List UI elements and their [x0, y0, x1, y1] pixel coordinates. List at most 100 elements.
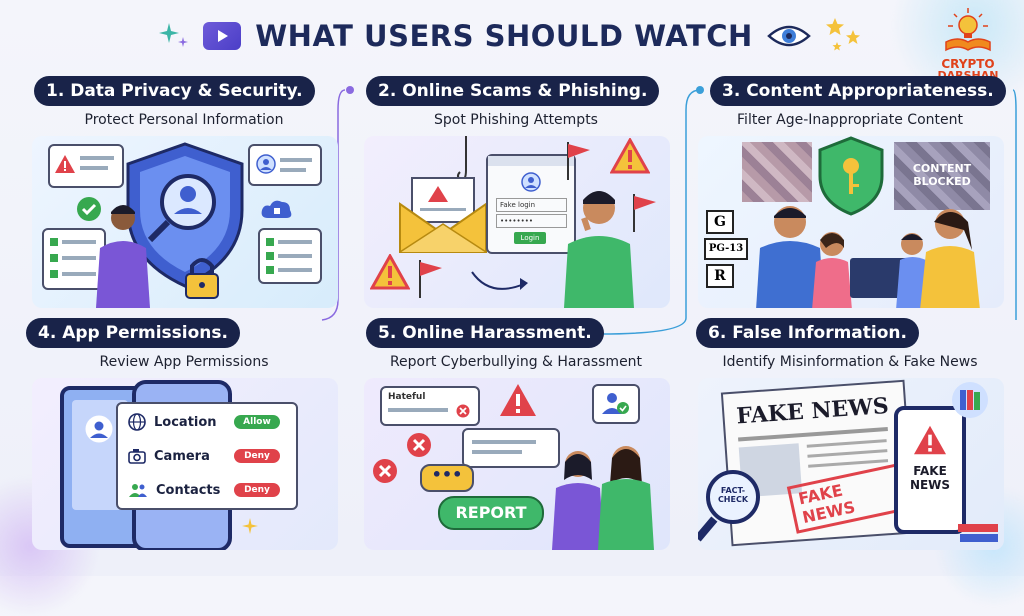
phone-fake-news-text: FAKE NEWS — [909, 464, 951, 492]
rating-pg13: PG-13 — [704, 238, 748, 260]
close-icon — [407, 433, 431, 457]
arrow-icon — [471, 271, 528, 290]
book-stack-icon — [958, 524, 998, 542]
content-blocked-label: CONTENT BLOCKED — [912, 162, 972, 188]
warning-icon — [370, 254, 410, 290]
panel-online-harassment: 5. Online Harassment. Report Cyberbullyi… — [356, 318, 676, 558]
checkmark-icon — [77, 197, 101, 221]
stars-icon — [825, 18, 860, 51]
globe-icon — [128, 413, 146, 431]
panel-online-scams: 2. Online Scams & Phishing. Spot Phishin… — [356, 76, 676, 316]
header: WHAT USERS SHOULD WATCH — [0, 10, 1024, 62]
user-avatar-icon — [521, 172, 541, 192]
phishing-illustration: Fake login •••••••• Login — [364, 136, 670, 308]
close-icon — [373, 459, 397, 483]
panel-subtitle: Review App Permissions — [99, 354, 269, 370]
checklist-card-right — [258, 228, 322, 284]
user-avatar-icon — [85, 415, 113, 443]
report-button: REPORT — [438, 496, 544, 530]
contacts-icon — [129, 484, 147, 497]
rating-r: R — [706, 264, 734, 288]
fake-news-illustration: FAKE NEWS FAKE NEWS FACT-CHECK FAKE NEWS — [698, 378, 1004, 550]
shield-icon — [126, 142, 244, 288]
permission-label: Contacts — [156, 482, 221, 498]
verified-user-card — [592, 384, 640, 424]
panel-title: 2. Online Scams & Phishing. — [366, 76, 660, 106]
panel-data-privacy: 1. Data Privacy & Security. Protect Pers… — [24, 76, 344, 316]
profile-card — [248, 144, 322, 186]
fake-login-window: Fake login •••••••• Login — [486, 154, 576, 254]
panel-title: 6. False Information. — [696, 318, 919, 348]
red-flag-icon — [419, 260, 442, 298]
magnifier-handle — [698, 516, 718, 542]
eye-icon — [766, 25, 811, 47]
magnifier: FACT-CHECK — [706, 470, 760, 524]
comforting-people-icon — [552, 446, 654, 550]
sparkle-icon — [242, 518, 258, 534]
typing-bubble: ••• — [420, 464, 474, 492]
shield-key-icon — [818, 136, 884, 216]
panel-title: 4. App Permissions. — [26, 318, 240, 348]
deny-toggle: Deny — [234, 449, 280, 463]
close-icon — [456, 404, 470, 418]
logo-line1: CRYPTO — [941, 57, 995, 71]
panel-subtitle: Filter Age-Inappropriate Content — [737, 112, 963, 128]
user-check-icon — [602, 393, 629, 414]
newspaper: FAKE NEWS FAKE NEWS — [720, 379, 916, 547]
harassment-illustration: Hateful ••• REPORT — [364, 378, 670, 550]
content-filter-illustration: CONTENT BLOCKED G PG-13 R — [698, 136, 1004, 308]
page-title: WHAT USERS SHOULD WATCH — [255, 19, 753, 53]
camera-icon — [128, 449, 146, 464]
panel-subtitle: Identify Misinformation & Fake News — [722, 354, 978, 370]
padlock-icon — [185, 258, 219, 299]
panel-app-permissions: 4. App Permissions. Review App Permissio… — [24, 318, 344, 558]
content-blocked-panel: CONTENT BLOCKED — [894, 142, 990, 210]
warning-icon — [55, 155, 75, 173]
panel-content-appropriateness: 3. Content Appropriateness. Filter Age-I… — [690, 76, 1010, 316]
permissions-illustration: Location Allow Camera Deny Contacts Deny — [32, 378, 338, 550]
warning-icon — [500, 384, 536, 416]
hateful-label: Hateful — [388, 392, 426, 402]
panel-subtitle: Protect Personal Information — [84, 112, 284, 128]
deny-toggle: Deny — [234, 483, 280, 497]
panel-title: 5. Online Harassment. — [366, 318, 604, 348]
cloud-lock-icon — [261, 200, 292, 218]
envelope-icon — [399, 177, 487, 253]
permission-row-location: Location — [128, 408, 288, 436]
blurred-image — [742, 142, 812, 202]
privacy-illustration — [32, 136, 338, 308]
rating-g: G — [706, 210, 734, 234]
panel-title: 1. Data Privacy & Security. — [34, 76, 315, 106]
fake-password-field: •••••••• — [496, 214, 567, 228]
permissions-card: Location Allow Camera Deny Contacts Deny — [116, 402, 298, 510]
warning-icon — [914, 425, 946, 455]
red-flag-icon — [633, 194, 656, 232]
worried-person-icon — [564, 191, 634, 308]
smartphone: FAKE NEWS — [894, 406, 966, 534]
lightbulb-book-icon — [945, 8, 991, 52]
fake-login-field: Fake login — [496, 198, 567, 212]
red-flag-icon — [567, 142, 590, 180]
hateful-bubble: Hateful — [380, 386, 480, 426]
panel-subtitle: Report Cyberbullying & Harassment — [389, 354, 643, 370]
panel-subtitle: Spot Phishing Attempts — [434, 112, 598, 128]
sparkle-icon — [159, 23, 189, 47]
newspaper-headline: FAKE NEWS — [735, 392, 890, 430]
fact-check-label: FACT-CHECK — [717, 486, 749, 504]
person-icon — [96, 205, 150, 308]
permission-label: Camera — [154, 448, 210, 464]
user-avatar-icon — [256, 154, 276, 174]
warning-icon — [610, 138, 650, 174]
panel-false-information: 6. False Information. Identify Misinform… — [690, 318, 1010, 558]
permission-label: Location — [154, 414, 217, 430]
play-icon — [203, 22, 242, 50]
allow-toggle: Allow — [234, 415, 280, 429]
family-icon — [756, 206, 980, 308]
permission-row-camera: Camera — [128, 442, 288, 470]
message-bubble — [462, 428, 560, 468]
panel-title: 3. Content Appropriateness. — [710, 76, 1006, 106]
alert-card — [48, 144, 124, 188]
books-icon — [952, 382, 988, 418]
fake-login-button: Login — [514, 232, 546, 244]
permission-row-contacts: Contacts — [128, 476, 288, 504]
